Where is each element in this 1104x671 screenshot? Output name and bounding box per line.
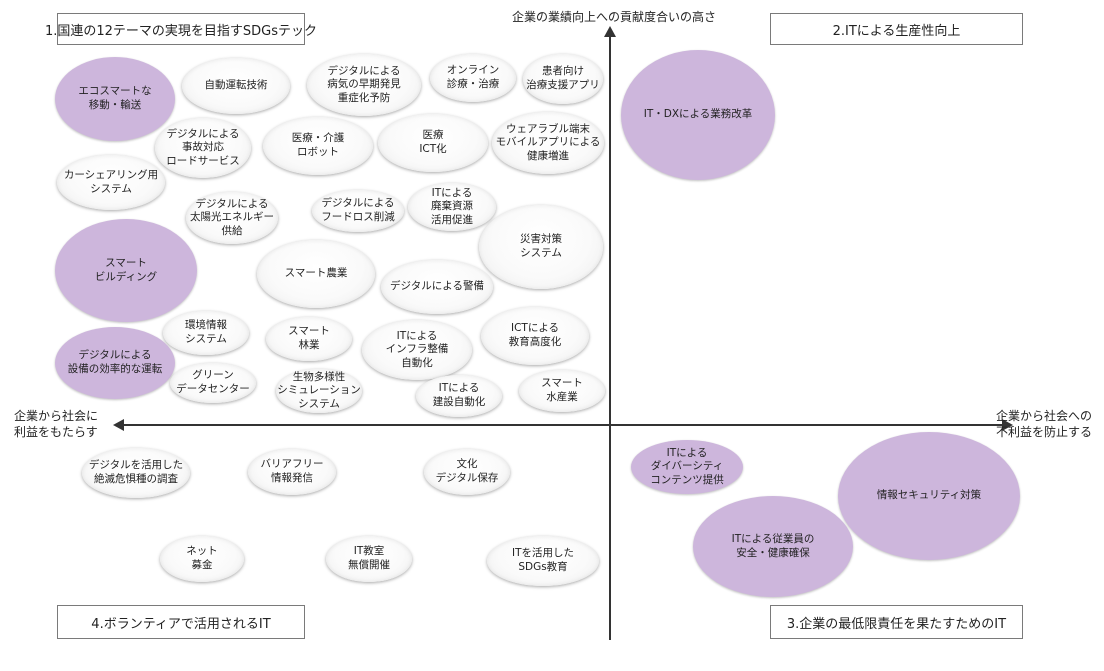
bubble-dx-business-reform: IT・DXによる業務改革 bbox=[621, 50, 775, 180]
bubble-solar-energy: デジタルによる 太陽光エネルギー 供給 bbox=[186, 192, 278, 244]
up-arrow-icon bbox=[604, 26, 616, 37]
bubble-endangered-species-survey: デジタルを活用した 絶滅危惧種の調査 bbox=[82, 448, 190, 498]
quadrant-title-4: 4.ボランティアで活用されるIT bbox=[57, 605, 305, 639]
bubble-smart-agriculture: スマート農業 bbox=[257, 240, 375, 308]
bubble-employee-safety-health: ITによる従業員の 安全・健康確保 bbox=[693, 496, 853, 597]
bubble-cultural-digital-preservation: 文化 デジタル保存 bbox=[424, 449, 510, 495]
right-arrow-icon bbox=[1002, 419, 1013, 431]
bubble-food-loss: デジタルによる フードロス削減 bbox=[312, 190, 404, 232]
bubble-green-datacenter: グリーン データセンター bbox=[170, 363, 256, 403]
bubble-online-medical: オンライン 診療・治療 bbox=[430, 54, 516, 102]
quadrant-title-3: 3.企業の最低限責任を果たすためのIT bbox=[770, 605, 1023, 639]
quadrant-title-1: 1.国連の12テーマの実現を目指すSDGsテック bbox=[45, 13, 317, 45]
bubble-medical-ict: 医療 ICT化 bbox=[378, 114, 488, 172]
bubble-construction-automation: ITによる 建設自動化 bbox=[416, 375, 502, 417]
bubble-online-donation: ネット 募金 bbox=[160, 536, 244, 582]
bubble-car-sharing: カーシェアリング用 システム bbox=[57, 155, 165, 210]
bubble-smart-building: スマート ビルディング bbox=[55, 219, 197, 322]
bubble-autonomous-driving: 自動運転技術 bbox=[182, 58, 290, 114]
bubble-free-it-class: IT教室 無償開催 bbox=[326, 536, 412, 582]
bubble-medical-care-robot: 医療・介護 ロボット bbox=[263, 117, 373, 175]
left-arrow-icon bbox=[113, 419, 124, 431]
bubble-disease-early-detection: デジタルによる 病気の早期発見 重症化予防 bbox=[307, 54, 421, 116]
bubble-biodiversity-simulation: 生物多様性 シミュレーション システム bbox=[276, 369, 362, 413]
bubble-diversity-content: ITによる ダイバーシティ コンテンツ提供 bbox=[631, 440, 743, 494]
axis-label-left: 企業から社会に 利益をもたらす bbox=[14, 409, 99, 440]
quadrant-title-2: 2.ITによる生産性向上 bbox=[770, 13, 1023, 45]
bubble-infrastructure-automation: ITによる インフラ整備 自動化 bbox=[362, 320, 472, 380]
bubble-information-security: 情報セキュリティ対策 bbox=[838, 432, 1020, 560]
bubble-waste-resource: ITによる 廃棄資源 活用促進 bbox=[408, 183, 496, 231]
bubble-wearable-health: ウェアラブル端末 モバイルアプリによる 健康増進 bbox=[492, 112, 604, 174]
bubble-barrier-free-info: バリアフリー 情報発信 bbox=[248, 449, 336, 495]
axis-label-right: 企業から社会への 不利益を防止する bbox=[996, 409, 1093, 440]
bubble-disaster-system: 災害対策 システム bbox=[479, 205, 603, 289]
bubble-smart-fishery: スマート 水産業 bbox=[519, 370, 605, 412]
bubble-sdgs-education: ITを活用した SDGs教育 bbox=[487, 536, 599, 586]
bubble-ict-education: ICTによる 教育高度化 bbox=[481, 307, 589, 365]
bubble-efficient-equipment: デジタルによる 設備の効率的な運転 bbox=[55, 327, 175, 399]
bubble-environment-info-system: 環境情報 システム bbox=[163, 311, 249, 355]
bubble-eco-mobility: エコスマートな 移動・輸送 bbox=[55, 57, 175, 141]
bubble-accident-road-service: デジタルによる 事故対応 ロードサービス bbox=[155, 118, 251, 178]
bubble-smart-forestry: スマート 林業 bbox=[266, 317, 352, 361]
axis-label-top: 企業の業績向上への貢献度合いの高さ bbox=[512, 10, 717, 24]
bubble-patient-app: 患者向け 治療支援アプリ bbox=[523, 54, 603, 104]
bubble-digital-security-guard: デジタルによる警備 bbox=[381, 260, 493, 314]
